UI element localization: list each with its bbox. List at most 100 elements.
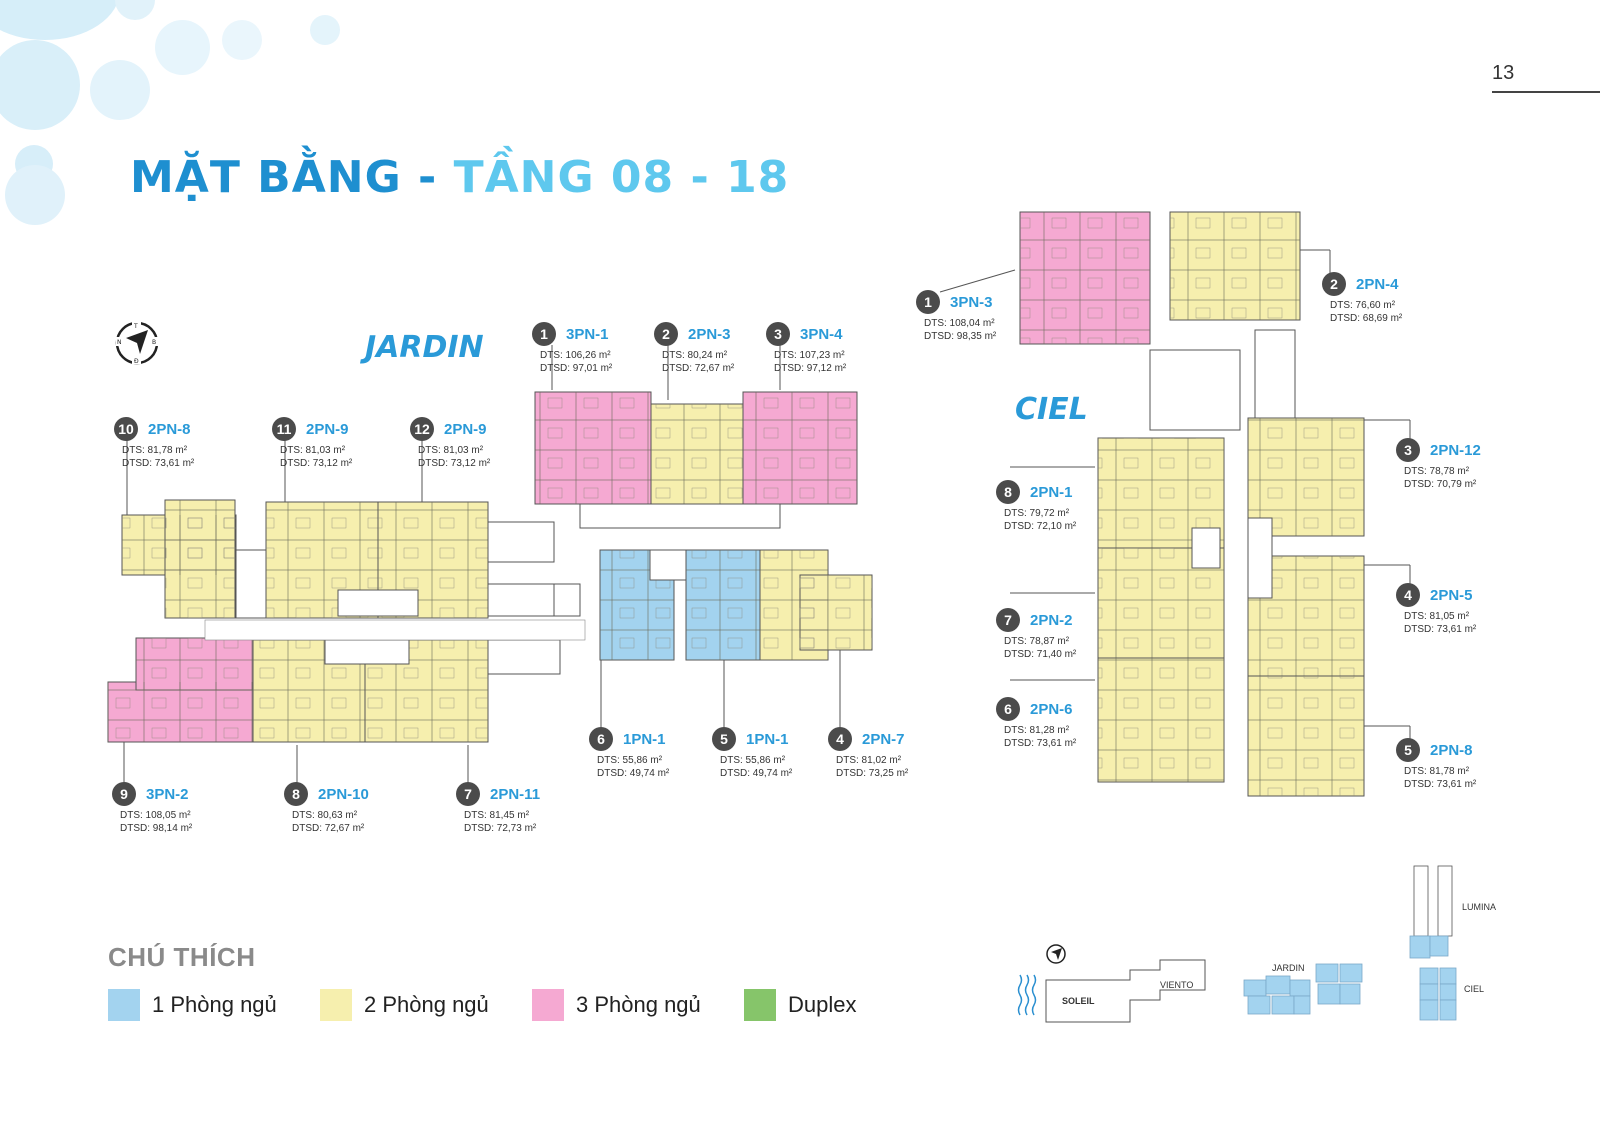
- unit-code: 2PN-9: [444, 420, 487, 438]
- legend-label: Duplex: [788, 992, 857, 1017]
- unit-dtsd: DTSD: 97,01 m²: [540, 363, 613, 374]
- unit-label-ciel-2: 2 2PN-4 DTS: 76,60 m² DTSD: 68,69 m²: [1322, 272, 1462, 325]
- unit-number-badge: 6: [589, 727, 613, 751]
- site-label-ciel: CIEL: [1464, 984, 1485, 994]
- unit-dtsd: DTSD: 72,73 m²: [464, 823, 537, 834]
- unit-dts: DTS: 81,45 m²: [464, 810, 530, 821]
- unit-code: 2PN-11: [490, 785, 541, 803]
- unit-dtsd: DTSD: 98,35 m²: [924, 331, 997, 342]
- unit-code: 2PN-8: [1430, 741, 1473, 759]
- unit-dts: DTS: 76,60 m²: [1330, 300, 1396, 311]
- site-label-soleil: SOLEIL: [1062, 996, 1095, 1006]
- unit-dtsd: DTSD: 72,10 m²: [1004, 521, 1077, 532]
- unit-number-badge: 11: [272, 417, 296, 441]
- site-label-viento: VIENTO: [1160, 980, 1194, 990]
- unit-number-badge: 6: [996, 697, 1020, 721]
- unit-number-badge: 3: [766, 322, 790, 346]
- block-name-jardin: JARDIN: [365, 330, 484, 365]
- unit-code: 2PN-7: [862, 730, 905, 748]
- unit-dts: DTS: 78,87 m²: [1004, 636, 1070, 647]
- unit-dts: DTS: 55,86 m²: [720, 755, 786, 766]
- unit-label-jardin-2: 2 2PN-3 DTS: 80,24 m² DTSD: 72,67 m²: [654, 322, 794, 375]
- unit-number-badge: 8: [284, 782, 308, 806]
- block-name-ciel: CIEL: [1015, 392, 1088, 427]
- legend-item-2-bedroom: 2 Phòng ngủ: [320, 989, 489, 1021]
- unit-dts: DTS: 80,24 m²: [662, 350, 728, 361]
- unit-code: 2PN-6: [1030, 700, 1073, 718]
- unit-number-badge: 9: [112, 782, 136, 806]
- unit-number-badge: 7: [456, 782, 480, 806]
- page-title-part2: TẦNG 08 - 18: [453, 152, 790, 203]
- unit-number-badge: 2: [1322, 272, 1346, 296]
- unit-dtsd: DTSD: 97,12 m²: [774, 363, 847, 374]
- legend-label: 3 Phòng ngủ: [576, 992, 701, 1017]
- unit-code: 2PN-3: [688, 325, 731, 343]
- water-waves-icon: [1017, 974, 1037, 1016]
- unit-code: 1PN-1: [746, 730, 789, 748]
- unit-dtsd: DTSD: 73,61 m²: [122, 458, 195, 469]
- unit-dts: DTS: 106,26 m²: [540, 350, 611, 361]
- compass-icon: [1046, 944, 1066, 964]
- unit-dts: DTS: 80,63 m²: [292, 810, 358, 821]
- unit-code: 3PN-2: [146, 785, 189, 803]
- unit-label-ciel-7: 7 2PN-2 DTS: 78,87 m² DTSD: 71,40 m²: [996, 608, 1136, 661]
- unit-dts: DTS: 81,28 m²: [1004, 725, 1070, 736]
- page-title: MẶT BẰNG - TẦNG 08 - 18: [130, 152, 789, 203]
- unit-dts: DTS: 55,86 m²: [597, 755, 663, 766]
- unit-dtsd: DTSD: 71,40 m²: [1004, 649, 1077, 660]
- legend-swatch-3-bedroom: [532, 989, 564, 1021]
- legend-item-duplex: Duplex: [744, 989, 856, 1021]
- unit-code: 3PN-3: [950, 293, 993, 311]
- legend-item-3-bedroom: 3 Phòng ngủ: [532, 989, 701, 1021]
- jardin-leader-lines: [123, 345, 841, 788]
- unit-code: 2PN-1: [1030, 483, 1073, 501]
- unit-dts: DTS: 81,78 m²: [122, 445, 188, 456]
- page-number-rule: [1492, 91, 1600, 93]
- unit-code: 2PN-12: [1430, 441, 1481, 459]
- unit-code: 3PN-4: [800, 325, 843, 343]
- unit-dtsd: DTSD: 70,79 m²: [1404, 479, 1477, 490]
- legend-swatch-duplex: [744, 989, 776, 1021]
- unit-dtsd: DTSD: 49,74 m²: [597, 768, 670, 779]
- site-label-jardin: JARDIN: [1272, 963, 1305, 973]
- svg-text:N: N: [117, 339, 122, 346]
- unit-number-badge: 5: [1396, 738, 1420, 762]
- unit-dtsd: DTSD: 73,61 m²: [1404, 624, 1477, 635]
- unit-dtsd: DTSD: 72,67 m²: [662, 363, 735, 374]
- unit-code: 2PN-2: [1030, 611, 1073, 629]
- unit-dts: DTS: 108,05 m²: [120, 810, 191, 821]
- unit-number-badge: 7: [996, 608, 1020, 632]
- compass-icon: T B N Đ: [115, 321, 159, 365]
- unit-dtsd: DTSD: 72,67 m²: [292, 823, 365, 834]
- unit-number-badge: 12: [410, 417, 434, 441]
- unit-number-badge: 4: [1396, 583, 1420, 607]
- legend-label: 1 Phòng ngủ: [152, 992, 277, 1017]
- unit-dts: DTS: 79,72 m²: [1004, 508, 1070, 519]
- unit-code: 2PN-8: [148, 420, 191, 438]
- unit-dts: DTS: 81,78 m²: [1404, 766, 1470, 777]
- unit-number-badge: 2: [654, 322, 678, 346]
- unit-code: 2PN-4: [1356, 275, 1399, 293]
- unit-number-badge: 1: [916, 290, 940, 314]
- unit-dtsd: DTSD: 68,69 m²: [1330, 313, 1403, 324]
- unit-dts: DTS: 78,78 m²: [1404, 466, 1470, 477]
- unit-number-badge: 4: [828, 727, 852, 751]
- site-label-lumina: LUMINA: [1462, 902, 1497, 912]
- legend-swatch-1-bedroom: [108, 989, 140, 1021]
- unit-dtsd: DTSD: 73,12 m²: [280, 458, 353, 469]
